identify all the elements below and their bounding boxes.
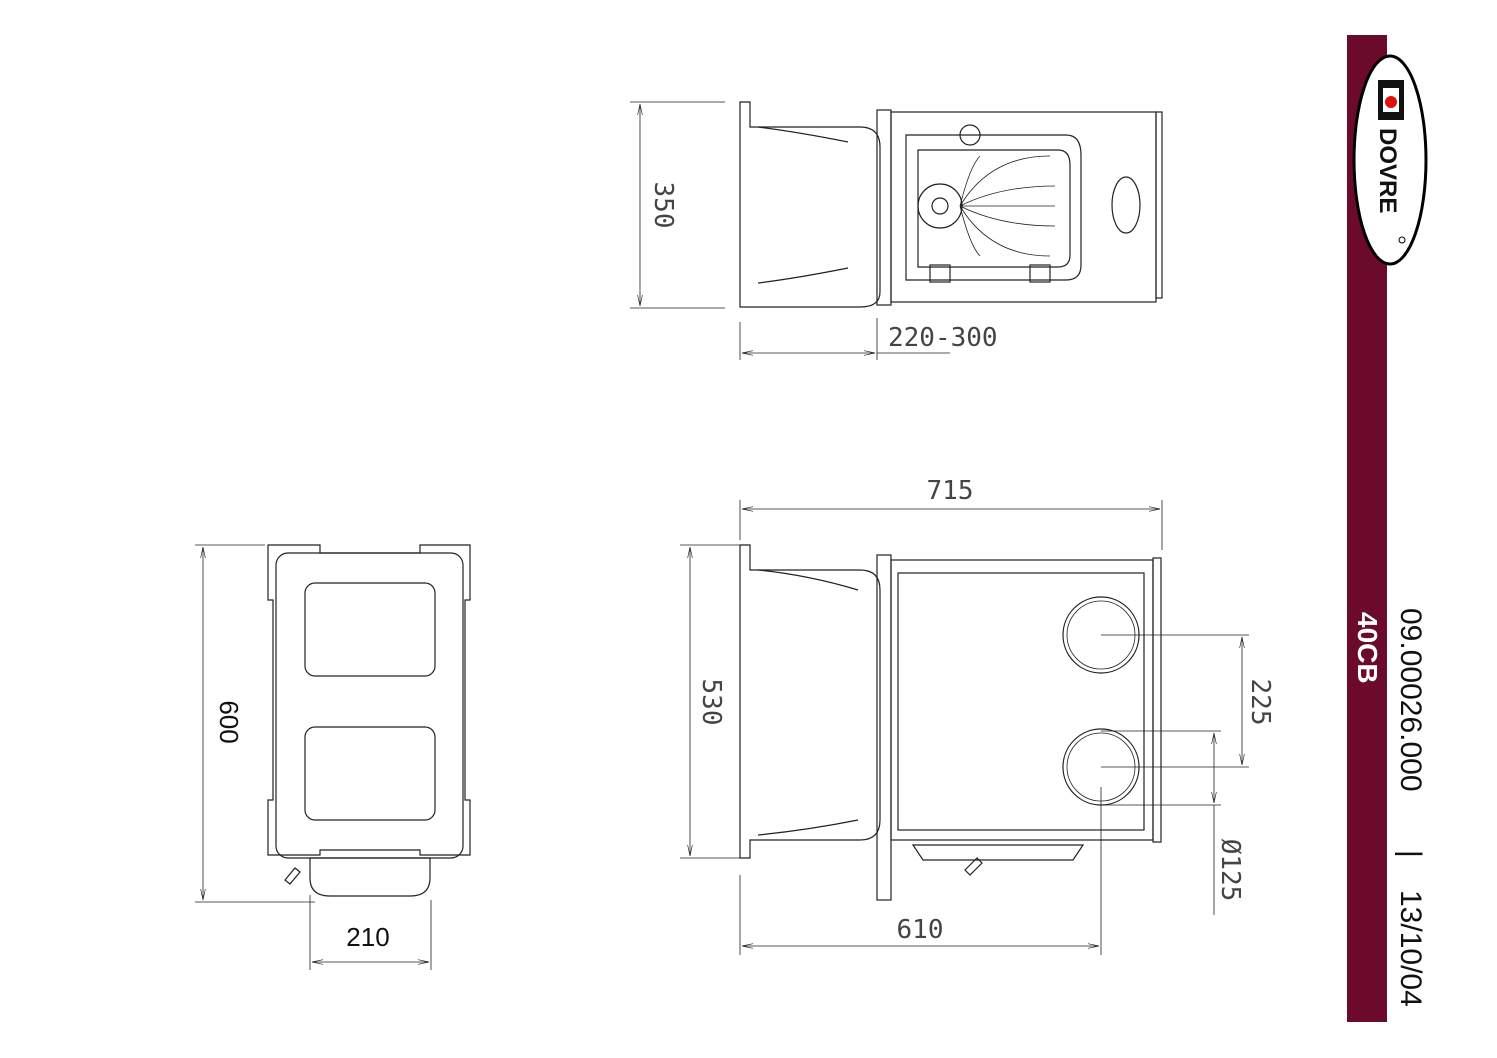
side-view bbox=[267, 544, 471, 897]
front-view-dimensions: 350 220-300 bbox=[630, 101, 998, 360]
dim-side-height: 530 bbox=[696, 679, 726, 726]
drawing-date: 13/10/04 bbox=[1394, 890, 1427, 1007]
dim-side-width: 715 bbox=[927, 476, 974, 506]
separator: | bbox=[1394, 850, 1427, 858]
title-block: DOVRE 40CB 09.00026.000 | 13/10/04 bbox=[1347, 35, 1428, 1022]
dim-side-depth: 610 bbox=[897, 915, 944, 945]
svg-text:DOVRE: DOVRE bbox=[1374, 128, 1401, 213]
model-label: 40CB bbox=[1352, 612, 1383, 684]
dim-flue-spacing: 225 bbox=[1245, 679, 1275, 726]
dim-flue-diameter: Ø125 bbox=[1215, 839, 1245, 902]
dim-front-height: 600 bbox=[214, 700, 244, 743]
dim-top-depth: 220-300 bbox=[888, 323, 998, 353]
side-view-dimensions: 600 210 bbox=[195, 544, 432, 970]
drawing-number: 09.00026.000 bbox=[1394, 608, 1427, 792]
front-view bbox=[739, 101, 1163, 308]
top-view-dimensions: 715 530 610 225 Ø125 bbox=[680, 476, 1275, 955]
top-view bbox=[739, 544, 1162, 901]
brand-logo: DOVRE bbox=[1352, 54, 1428, 266]
dim-top-height: 350 bbox=[648, 182, 678, 229]
dim-front-width: 210 bbox=[346, 922, 389, 952]
